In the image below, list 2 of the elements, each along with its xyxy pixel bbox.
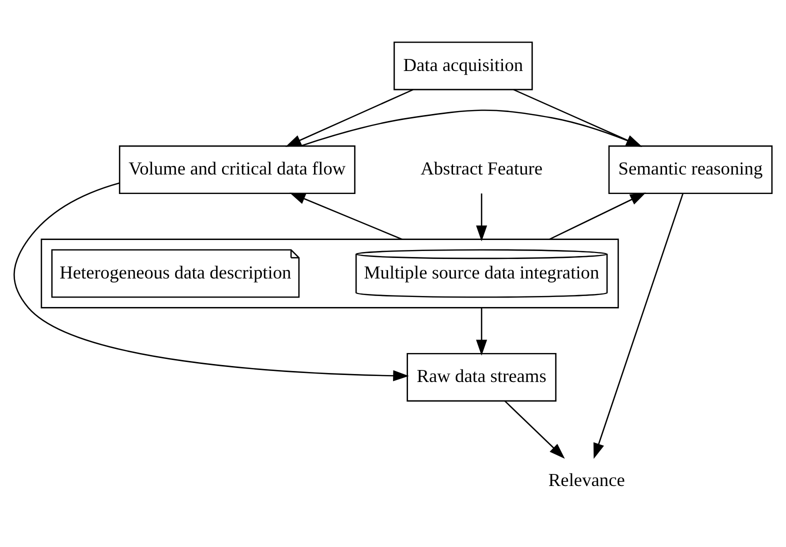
node-text: Abstract Feature: [420, 158, 543, 179]
node-text: Relevance: [548, 470, 625, 490]
